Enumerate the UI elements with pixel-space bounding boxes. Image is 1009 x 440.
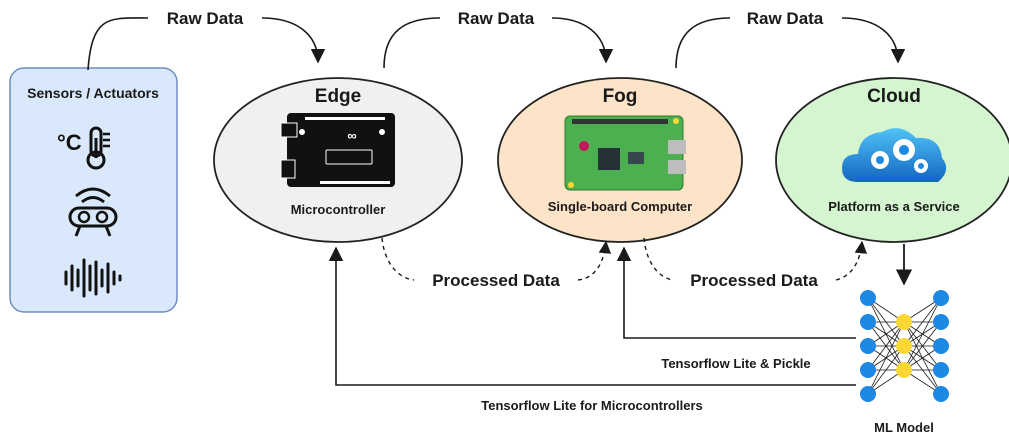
- nn-input-node: [860, 290, 876, 306]
- arduino-board-icon: ∞: [280, 113, 395, 187]
- nn-input-node: [860, 338, 876, 354]
- raw-data-arrow-3: Raw Data: [675, 9, 906, 69]
- nn-output-node: [933, 338, 949, 354]
- nn-connection: [867, 321, 905, 371]
- processed-data-arrow-2: Processed Data: [643, 237, 868, 290]
- nn-connection: [903, 321, 942, 371]
- fog-title: Fog: [603, 86, 638, 107]
- nn-input-node: [860, 362, 876, 378]
- nn-output-node: [933, 386, 949, 402]
- nn-input-node: [860, 386, 876, 402]
- ml-to-fog-arrow: Tensorflow Lite & Pickle: [616, 246, 856, 371]
- processed-data-label-1: Processed Data: [432, 271, 560, 290]
- cloud-subtitle: Platform as a Service: [828, 199, 960, 214]
- proximity-sensor-icon: [68, 187, 118, 237]
- nn-nodes: [860, 290, 949, 402]
- sound-wave-icon: [64, 258, 122, 298]
- ml-model-title: ML Model: [874, 420, 934, 435]
- ml-model-node: ML Model: [860, 290, 949, 435]
- raspberry-pi-board-icon: [564, 115, 686, 191]
- nn-hidden-node: [896, 362, 912, 378]
- sensors-title: Sensors / Actuators: [27, 85, 159, 101]
- ml-to-edge-arrow: Tensorflow Lite for Microcontrollers: [328, 246, 856, 413]
- fog-subtitle: Single-board Computer: [548, 199, 692, 214]
- edge-title: Edge: [315, 86, 361, 107]
- tflite-pickle-label: Tensorflow Lite & Pickle: [661, 356, 810, 371]
- nn-connection: [903, 297, 942, 347]
- nn-output-node: [933, 290, 949, 306]
- svg-text:∞: ∞: [347, 128, 356, 143]
- cloud-title: Cloud: [867, 86, 921, 107]
- nn-connection: [903, 297, 942, 371]
- nn-connection: [867, 345, 905, 395]
- fog-node: Fog Single-board Computer: [497, 77, 743, 243]
- cloud-node: Cloud Platform as a Service: [775, 77, 1009, 243]
- processed-data-arrow-1: Processed Data: [381, 237, 612, 290]
- cloud-gears-icon: [842, 128, 947, 182]
- nn-hidden-node: [896, 314, 912, 330]
- raw-data-label-3: Raw Data: [747, 9, 824, 28]
- svg-text:°C: °C: [57, 130, 82, 155]
- nn-connection: [867, 321, 905, 395]
- tflite-micro-label: Tensorflow Lite for Microcontrollers: [481, 398, 703, 413]
- processed-data-label-2: Processed Data: [690, 271, 818, 290]
- edge-node: Edge ∞ Microcontroller: [213, 77, 463, 243]
- raw-data-label-1: Raw Data: [167, 9, 244, 28]
- sensors-node: Sensors / Actuators °C: [9, 67, 178, 313]
- raw-data-arrow-2: Raw Data: [383, 9, 614, 69]
- nn-output-node: [933, 314, 949, 330]
- nn-input-node: [860, 314, 876, 330]
- raw-data-label-2: Raw Data: [458, 9, 535, 28]
- nn-output-node: [933, 362, 949, 378]
- neural-network-icon: [860, 290, 949, 402]
- raw-data-arrow-1: Raw Data: [87, 9, 326, 71]
- thermometer-icon: °C: [57, 126, 110, 170]
- nn-hidden-node: [896, 338, 912, 354]
- edge-subtitle: Microcontroller: [291, 202, 386, 217]
